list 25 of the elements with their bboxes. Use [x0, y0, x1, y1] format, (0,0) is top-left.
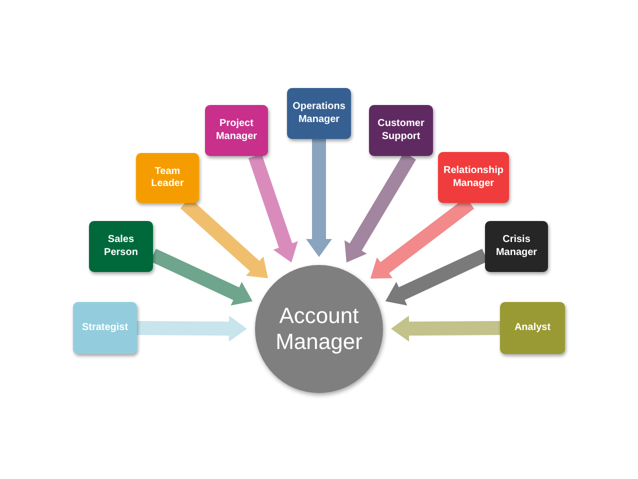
role-box	[500, 302, 565, 354]
role-box	[287, 88, 351, 139]
block-arrow	[391, 316, 500, 342]
block-arrow	[137, 316, 247, 342]
block-arrow	[150, 248, 252, 306]
node-label: Account Manager	[274, 302, 364, 356]
node-label: Sales Person	[103, 234, 139, 259]
node-label: Project Manager	[214, 118, 258, 143]
role-box	[485, 221, 548, 272]
node-label: Crisis Manager	[494, 234, 538, 259]
node-label: Operations Manager	[292, 101, 346, 126]
role-box	[73, 302, 137, 354]
role-box	[136, 153, 199, 203]
node-label: Team Leader	[150, 166, 185, 190]
block-arrow	[248, 154, 298, 262]
node-label: Strategist	[82, 322, 128, 334]
block-arrow	[306, 139, 332, 257]
role-box	[89, 221, 153, 272]
role-box	[369, 105, 433, 156]
block-arrow	[385, 248, 488, 306]
role-box	[205, 105, 268, 156]
role-box	[438, 152, 509, 203]
node-label: Customer Support	[376, 118, 426, 143]
node-label: Relationship Manager	[442, 165, 504, 190]
node-label: Analyst	[514, 322, 551, 334]
